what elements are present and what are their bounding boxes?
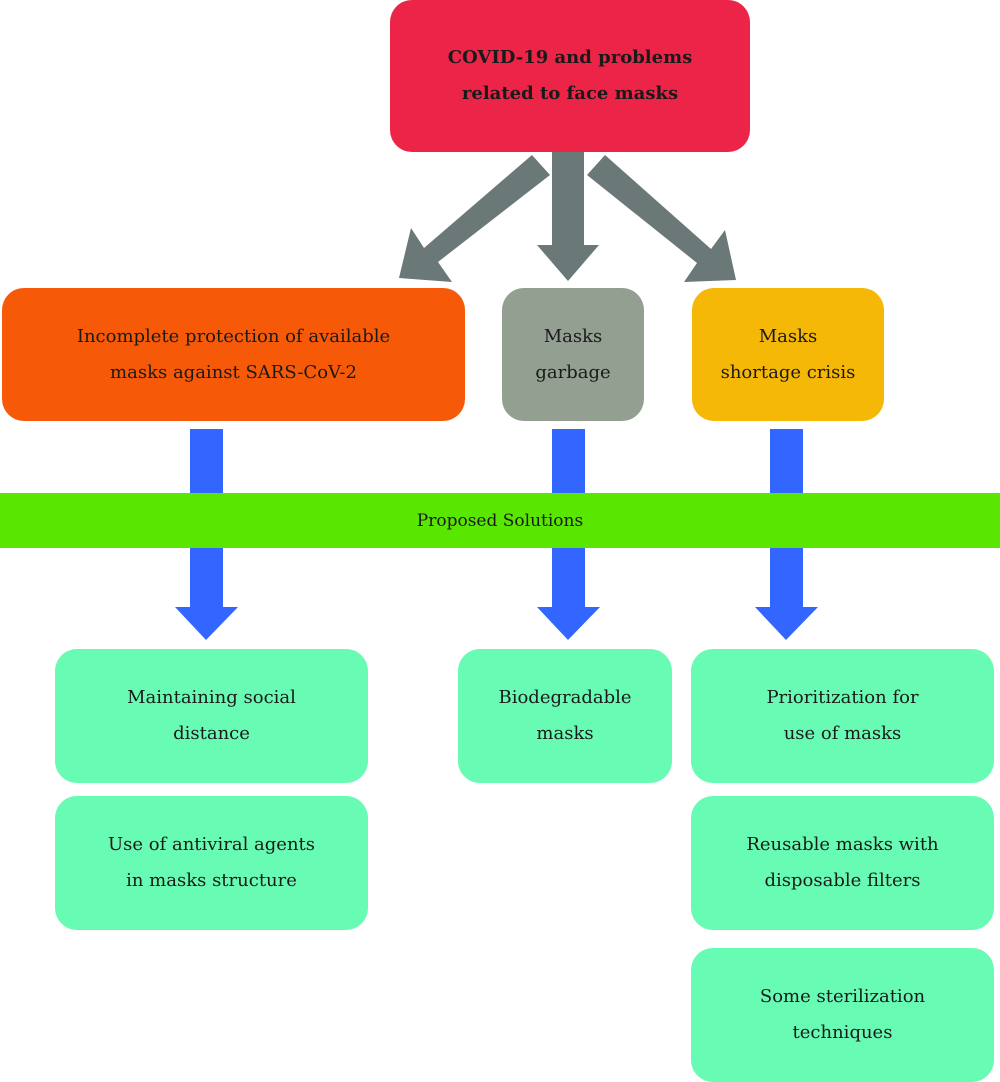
solution-6-line-1: Some sterilization	[759, 986, 926, 1007]
solution-6-line-2: techniques	[792, 1022, 893, 1043]
solution-1-line-2: distance	[173, 723, 250, 744]
problem-1-line-2: masks against SARS-CoV-2	[110, 361, 357, 383]
problem-2-line-2: garbage	[535, 361, 611, 383]
problem-1-line-1: Incomplete protection of available	[76, 325, 391, 347]
problem-masks-garbage: Masks garbage	[502, 288, 644, 421]
band-label: Proposed Solutions	[416, 510, 584, 531]
solution-sterilization: Some sterilization techniques	[691, 948, 994, 1082]
title-line-2: related to face masks	[461, 83, 679, 104]
problem-masks-shortage: Masks shortage crisis	[692, 288, 884, 421]
solution-4-line-1: Prioritization for	[766, 687, 919, 708]
solution-social-distance: Maintaining social distance	[55, 649, 368, 783]
title-line-1: COVID-19 and problems	[447, 47, 693, 68]
solution-prioritization: Prioritization for use of masks	[691, 649, 994, 783]
solution-5-line-2: disposable filters	[764, 870, 921, 891]
problem-3-line-1: Masks	[758, 325, 818, 347]
solution-2-line-1: Use of antiviral agents	[107, 834, 316, 855]
problem-3-line-2: shortage crisis	[720, 361, 856, 383]
problem-2-line-1: Masks	[543, 325, 603, 347]
solution-reusable-masks: Reusable masks with disposable filters	[691, 796, 994, 930]
solution-5-line-1: Reusable masks with	[746, 834, 939, 855]
arrow-title-to-protection	[399, 155, 550, 282]
solution-2-line-2: in masks structure	[126, 870, 297, 891]
arrow-title-to-garbage	[537, 152, 599, 281]
solution-biodegradable-masks: Biodegradable masks	[458, 649, 672, 783]
title-box: COVID-19 and problems related to face ma…	[390, 0, 750, 152]
solution-3-line-2: masks	[536, 723, 594, 744]
problem-incomplete-protection: Incomplete protection of available masks…	[2, 288, 465, 421]
proposed-solutions-band: Proposed Solutions	[0, 493, 1000, 548]
arrow-title-to-shortage	[587, 155, 736, 282]
solution-antiviral-agents: Use of antiviral agents in masks structu…	[55, 796, 368, 930]
solution-1-line-1: Maintaining social	[127, 687, 296, 708]
solution-3-line-1: Biodegradable	[498, 687, 632, 708]
solution-4-line-2: use of masks	[783, 723, 902, 744]
